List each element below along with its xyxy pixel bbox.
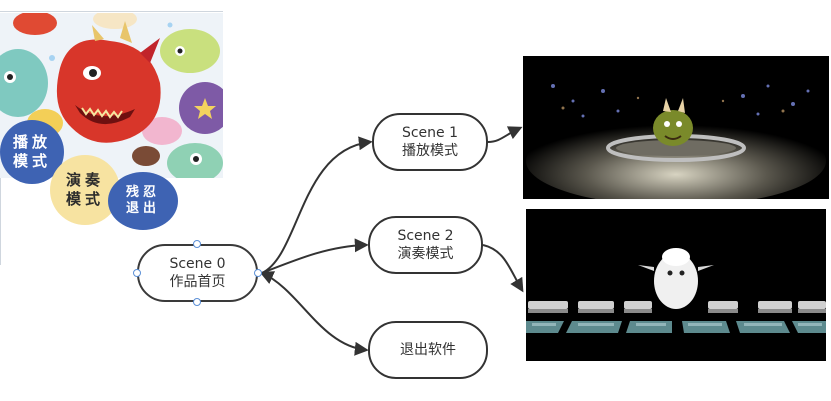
scene1-screenshot [523,56,829,199]
exit-node[interactable]: 退出软件 [368,321,488,379]
scene1-stage-illustration [523,56,829,199]
scene2-title: Scene 2 [397,228,454,244]
play-mode-label-line2: 模式 [12,152,51,170]
node-handle-left[interactable] [133,269,141,277]
scene0-node[interactable]: Scene 0 作品首页 [137,244,258,302]
scene0-subtitle: 作品首页 [169,274,226,290]
exit-label-line2: 退出 [125,201,160,216]
edge-scene2-to-thumb2 [482,244,524,293]
exit-label-line1: 残忍 [125,184,160,200]
exit-menu-button: 残忍 退出 [108,172,178,230]
play-mode-label-line1: 播放 [12,133,51,152]
perform-mode-label-line1: 演奏 [65,171,104,190]
scene1-node[interactable]: Scene 1 播放模式 [372,113,488,171]
scene0-title: Scene 0 [169,256,226,272]
scene1-title: Scene 1 [401,125,459,141]
scene1-subtitle: 播放模式 [402,143,458,159]
poster-top-border [0,11,223,12]
perform-mode-menu-button: 演奏 模式 [50,155,120,225]
scene2-screenshot [526,209,826,361]
edge-scene0-to-exit [259,271,369,356]
node-handle-bottom[interactable] [193,298,201,306]
perform-mode-label-line2: 模式 [65,190,104,208]
node-handle-top[interactable] [193,240,201,248]
edge-scene0-to-scene2 [261,238,369,274]
scene2-keys-illustration [526,209,826,361]
scene2-subtitle: 演奏模式 [397,246,454,262]
exit-title: 退出软件 [400,342,456,358]
edge-scene0-to-scene1 [261,136,373,274]
edge-scene1-to-thumb1 [487,126,523,143]
node-handle-right[interactable] [254,269,262,277]
scene2-node[interactable]: Scene 2 演奏模式 [368,216,483,274]
